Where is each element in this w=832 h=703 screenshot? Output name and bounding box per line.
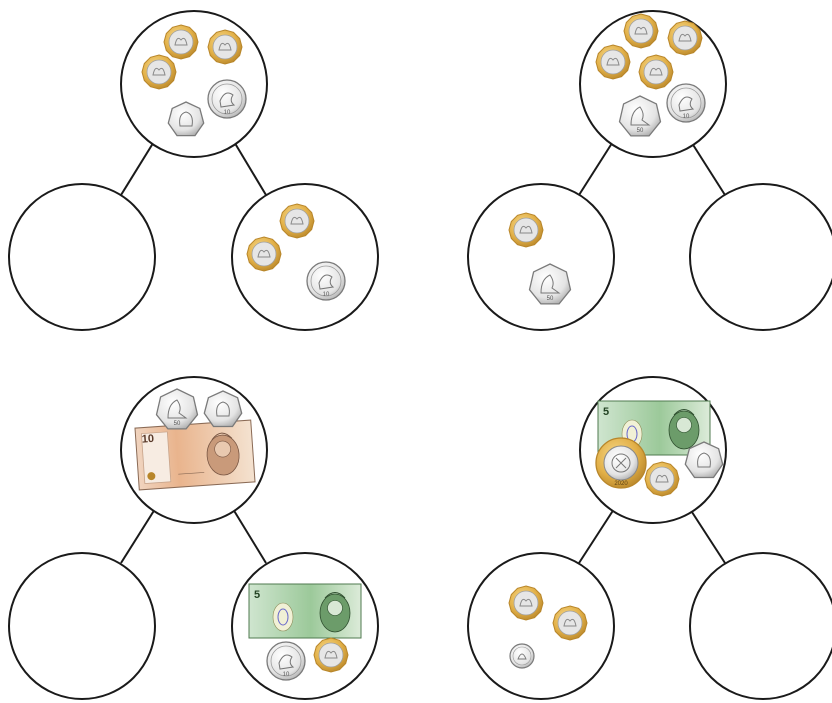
pound-coin: [667, 20, 703, 56]
left-part-circle: [467, 183, 615, 331]
pound-coin: [638, 54, 674, 90]
fifty-pence-coin: 50: [155, 388, 199, 430]
ten-pence-coin: 10: [266, 641, 306, 681]
coin-mark: 10: [683, 114, 690, 120]
connector-line: [578, 508, 615, 564]
fifty-pence-coin: 50: [618, 95, 662, 137]
twenty-pence-coin: [684, 441, 724, 479]
connector-line: [232, 139, 267, 196]
coin-mark: 50: [547, 296, 554, 302]
right-part-circle[interactable]: [689, 183, 832, 331]
note-denomination: 10: [141, 433, 154, 446]
twenty-pence-coin: [167, 101, 205, 137]
coin-mark: 2020: [614, 481, 628, 487]
pound-coin: [508, 212, 544, 248]
coin-mark: 50: [174, 421, 181, 427]
part-whole-diagram-2: 50 10 50: [467, 10, 832, 331]
fifty-pence-coin: 50: [528, 263, 572, 305]
two-pound-coin: 2020: [595, 437, 647, 489]
ten-pence-coin: 10: [666, 83, 706, 123]
part-whole-diagram-4: 5 2020: [467, 376, 832, 700]
pound-coin: [246, 236, 282, 272]
five-pound-note: 5: [597, 400, 711, 456]
connector-line: [689, 508, 726, 564]
pound-coin: [508, 585, 544, 621]
note-denomination: 5: [254, 589, 260, 601]
five-pence-coin: [509, 643, 535, 669]
connector-line: [120, 139, 156, 196]
left-part-circle[interactable]: [8, 183, 156, 331]
pound-coin: [313, 637, 349, 673]
pound-coin: [141, 54, 177, 90]
right-part-circle[interactable]: [689, 552, 832, 700]
connector-line: [689, 139, 726, 196]
pound-coin: [644, 461, 680, 497]
note-denomination: 5: [603, 406, 609, 418]
coin-mark: 10: [224, 110, 231, 116]
pound-coin: [623, 13, 659, 49]
pound-coin: [279, 203, 315, 239]
connector-line: [578, 139, 615, 196]
left-part-circle[interactable]: [8, 552, 156, 700]
coin-mark: 10: [283, 672, 290, 678]
pound-coin: [163, 24, 199, 60]
ten-pound-note: 10: [134, 419, 256, 491]
left-part-circle: [467, 552, 615, 700]
connector-line: [232, 508, 267, 564]
ten-pence-coin: 10: [207, 79, 247, 119]
pound-coin: [595, 44, 631, 80]
right-part-circle: [231, 183, 379, 331]
pound-coin: [207, 29, 243, 65]
coin-mark: 10: [323, 292, 330, 298]
coin-mark: 50: [637, 128, 644, 134]
ten-pence-coin: 10: [306, 261, 346, 301]
pound-coin: [552, 605, 588, 641]
five-pound-note: 5: [248, 583, 362, 639]
part-whole-diagram-3: 10 50 5 10: [8, 376, 379, 700]
part-whole-diagram-1: 10 10: [8, 10, 379, 331]
connector-line: [120, 508, 156, 564]
twenty-pence-coin: [203, 390, 243, 428]
